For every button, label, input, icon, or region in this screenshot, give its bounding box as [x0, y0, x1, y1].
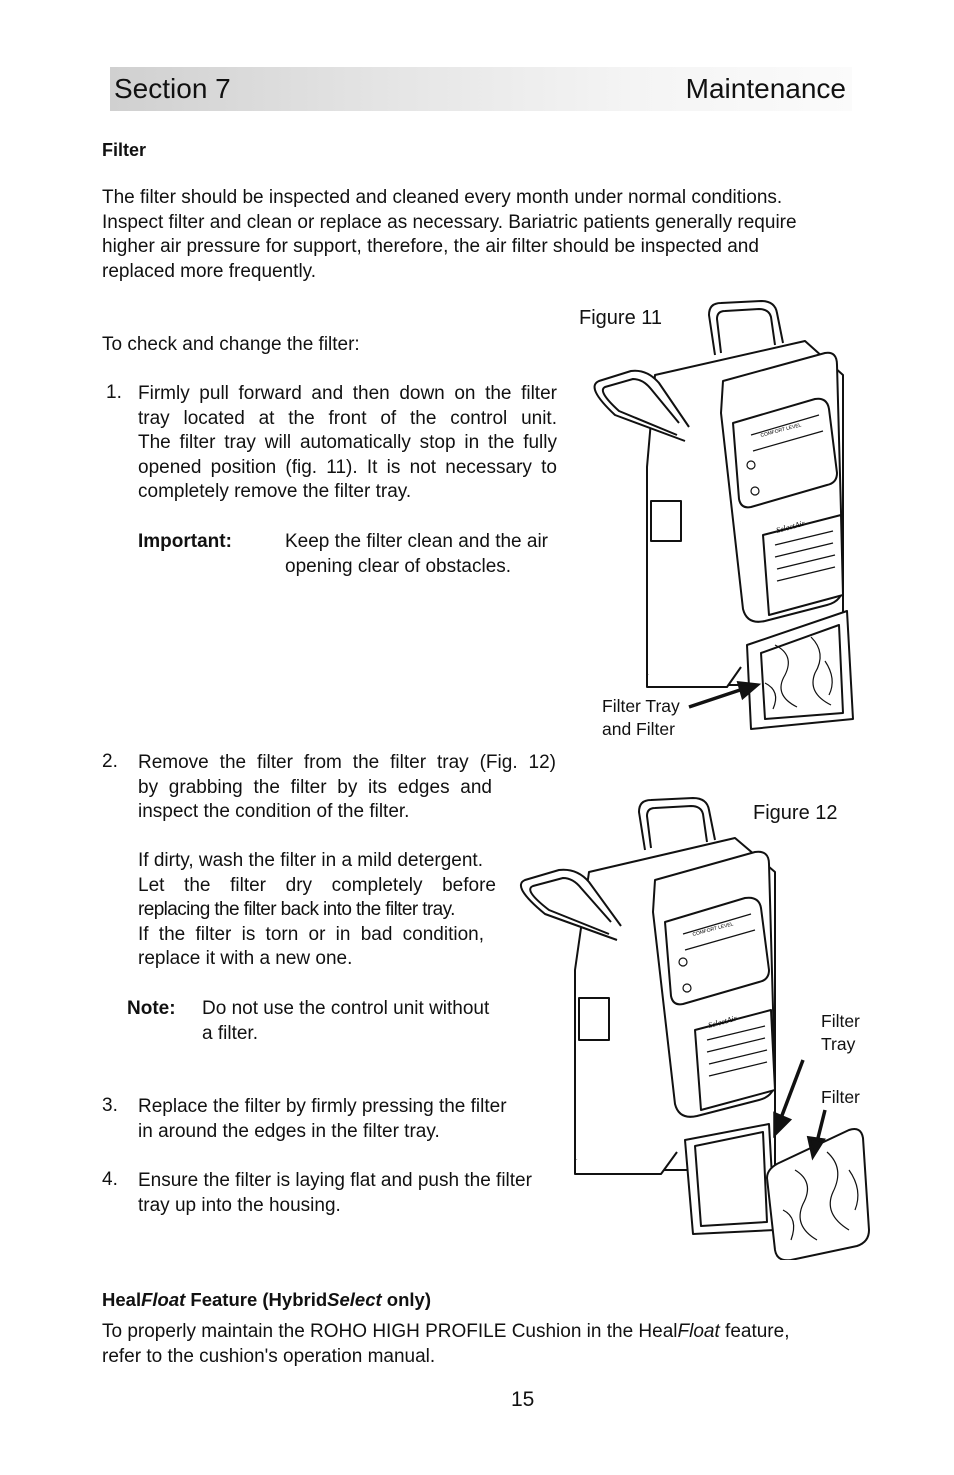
- step-2-line: inspect the condition of the filter.: [138, 801, 410, 822]
- filter-intro-line-1: The filter should be inspected and clean…: [102, 187, 783, 208]
- callout-line: and Filter: [602, 719, 675, 739]
- figure-12-callout-tray: Filter Tray: [821, 1010, 860, 1056]
- step-1-text: Firmly pull forward and then down on the…: [138, 382, 557, 505]
- step-1-line: Firmly pull forward and then down on the…: [138, 383, 557, 404]
- step-3-line: in around the edges in the filter tray.: [138, 1120, 440, 1142]
- healfloat-heading-part: Select: [327, 1289, 382, 1310]
- check-lead: To check and change the filter:: [102, 334, 360, 355]
- dirty-paragraph: If dirty, wash the filter in a mild dete…: [138, 849, 496, 972]
- step-3-line: Replace the filter by firmly pressing th…: [138, 1096, 507, 1117]
- step-3-text: Replace the filter by firmly pressing th…: [138, 1095, 507, 1144]
- healfloat-line-1: To properly maintain the ROHO HIGH PROFI…: [102, 1320, 789, 1345]
- dirty-line: If dirty, wash the filter in a mild dete…: [138, 850, 483, 871]
- healfloat-heading-part: Heal: [102, 1289, 142, 1310]
- section-number: Section 7: [114, 73, 231, 104]
- figure-12-callout-filter: Filter: [821, 1087, 860, 1107]
- page-number: 15: [511, 1388, 535, 1411]
- step-4-line: tray up into the housing.: [138, 1194, 341, 1216]
- section-title: Maintenance: [685, 73, 846, 104]
- step-4-text: Ensure the filter is laying flat and pus…: [138, 1169, 532, 1218]
- step-4-number: 4.: [102, 1169, 118, 1190]
- healfloat-line-2: refer to the cushion's operation manual.: [102, 1345, 436, 1367]
- section-header: Section 7 Maintenance: [110, 67, 852, 111]
- step-1-number: 1.: [106, 382, 122, 403]
- note-label: Note:: [127, 998, 176, 1019]
- healfloat-text-part: To properly maintain the ROHO HIGH PROFI…: [102, 1321, 678, 1342]
- callout-line: Filter: [821, 1011, 860, 1031]
- step-1-line: opened position (fig. 11). It is not nec…: [138, 456, 557, 478]
- dirty-line: Let the filter dry completely before: [138, 874, 496, 896]
- figure-12-title: Figure 12: [753, 802, 838, 824]
- filter-intro-line-2: Inspect filter and clean or replace as n…: [102, 211, 797, 233]
- healfloat-heading: HealFloat Feature (HybridSelect only): [102, 1288, 431, 1313]
- step-2-number: 2.: [102, 751, 118, 772]
- healfloat-text-part: Float: [677, 1321, 720, 1342]
- healfloat-heading-part: only): [381, 1289, 431, 1310]
- callout-line: Filter Tray: [602, 696, 680, 716]
- important-line-1: Keep the filter clean and the air: [285, 531, 549, 552]
- healfloat-heading-part: Float: [141, 1289, 186, 1310]
- figure-11-title: Figure 11: [579, 307, 663, 329]
- filter-intro-line-3: higher air pressure for support, therefo…: [102, 236, 759, 257]
- step-2-line: by grabbing the filter by its edges and: [138, 776, 492, 798]
- dirty-line: replace it with a new one.: [138, 948, 353, 969]
- step-4-line: Ensure the filter is laying flat and pus…: [138, 1170, 532, 1191]
- important-label: Important:: [138, 531, 232, 552]
- filter-heading: Filter: [102, 140, 147, 160]
- dirty-line: If the filter is torn or in bad conditio…: [138, 923, 484, 945]
- note-line-2: a filter.: [202, 1022, 258, 1044]
- dirty-line: replacing the filter back into the filte…: [138, 899, 455, 920]
- step-1-line: The filter tray will automatically stop …: [138, 432, 557, 453]
- filter-intro-line-4: replaced more frequently.: [102, 260, 317, 282]
- healfloat-text-part: feature,: [719, 1321, 790, 1342]
- step-2-text: Remove the filter from the filter tray (…: [138, 751, 556, 825]
- note-line-1: Do not use the control unit without: [202, 998, 490, 1019]
- step-3-number: 3.: [102, 1095, 118, 1116]
- figure-11-callout: Filter Tray and Filter: [602, 695, 680, 741]
- callout-line: Tray: [821, 1034, 856, 1054]
- step-1-line: tray located at the front of the control…: [138, 407, 557, 429]
- important-line-2: opening clear of obstacles.: [285, 555, 512, 577]
- step-1-line: completely remove the filter tray.: [138, 481, 412, 502]
- healfloat-heading-part: Feature (Hybrid: [185, 1289, 328, 1310]
- step-2-line: Remove the filter from the filter tray (…: [138, 752, 556, 773]
